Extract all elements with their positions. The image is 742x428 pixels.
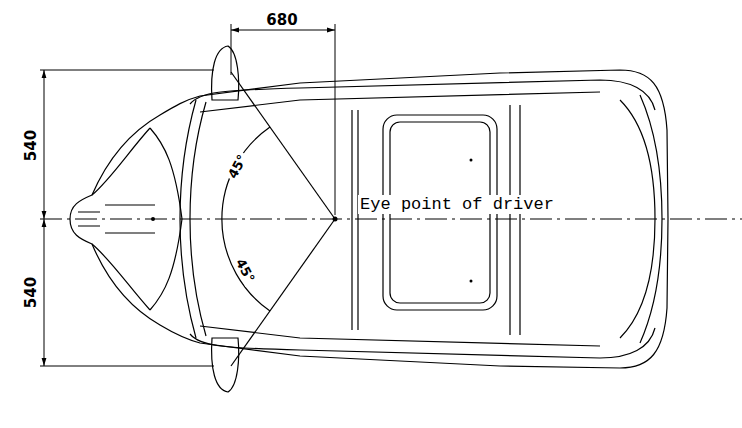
dimension-value: 680: [266, 13, 297, 28]
eye-point-label: Eye point of driver: [358, 195, 556, 214]
angle-value: 45°: [232, 254, 259, 286]
dimension-value: 540: [25, 276, 40, 307]
angle-value: 45°: [224, 150, 251, 182]
dimension-value: 540: [25, 129, 40, 160]
